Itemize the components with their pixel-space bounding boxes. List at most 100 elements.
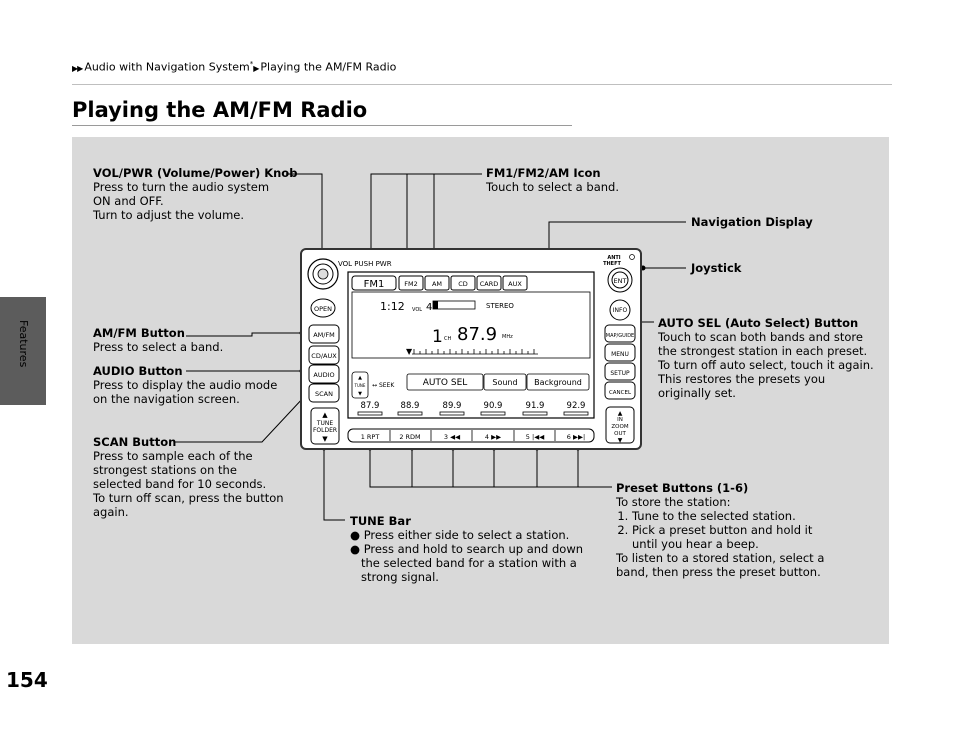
zoom-in-arrow-icon: ▲ <box>618 410 623 417</box>
breadcrumb-link-radio[interactable]: Playing the AM/FM Radio <box>260 60 397 74</box>
preset-button-1: 1 RPT <box>361 433 380 441</box>
preset-buttons[interactable]: 1 RPT 2 RDM 3 ◀◀ 4 ▶▶ 5 |◀◀ 6 ▶▶| <box>347 428 595 443</box>
band-tab-fm2: FM2 <box>404 280 417 288</box>
band-tabs[interactable]: FM1 FM2 AM CD CARD AUX <box>351 275 528 291</box>
svg-text:INFO: INFO <box>613 307 628 314</box>
channel-number: 1 <box>432 327 443 347</box>
preset-button-3: 3 ◀◀ <box>444 433 460 441</box>
preset-freq-6: 92.9 <box>567 401 586 411</box>
setup-button[interactable]: SETUP <box>604 362 636 381</box>
vol-pwr-label: VOL PUSH PWR <box>338 260 392 268</box>
sound-button[interactable]: Sound <box>483 373 527 391</box>
svg-text:AUTO SEL: AUTO SEL <box>423 378 468 388</box>
callout-auto-sel: AUTO SEL (Auto Select) Button Touch to s… <box>658 316 874 400</box>
svg-text:OPEN: OPEN <box>314 305 332 313</box>
page-number: 154 <box>6 668 48 692</box>
cd-aux-button[interactable]: CD/AUX <box>308 345 340 365</box>
svg-text:SETUP: SETUP <box>610 370 630 377</box>
volume-knob[interactable] <box>307 258 339 290</box>
anti-theft-label: ANTI <box>607 255 620 261</box>
map-guide-button[interactable]: MAP/GUIDE <box>604 324 636 343</box>
tune-down-arrow-icon: ▼ <box>322 435 328 443</box>
callout-fm-icon: FM1/FM2/AM Icon Touch to select a band. <box>486 166 619 194</box>
breadcrumb-link-audio[interactable]: Audio with Navigation System <box>84 60 250 74</box>
preset-freq-5: 91.9 <box>526 401 545 411</box>
audio-unit: VOL PUSH PWR OPEN AM/FM CD/AUX AUDIO SCA… <box>300 248 642 450</box>
band-tab-card: CARD <box>480 280 499 288</box>
svg-text:AUDIO: AUDIO <box>313 371 334 379</box>
bullet-icon: ● <box>350 528 364 542</box>
svg-text:Sound: Sound <box>492 378 517 387</box>
scan-button[interactable]: SCAN <box>308 383 340 403</box>
breadcrumb-arrow-icon: ▶▶ <box>72 63 83 73</box>
preset-frequency-row: 87.9 88.9 89.9 90.9 91.9 92.9 <box>361 401 586 411</box>
vol-value: 4 <box>426 302 432 313</box>
tune-up-arrow-icon: ▲ <box>322 411 328 419</box>
band-tab-am: AM <box>432 280 442 288</box>
callout-vol-pwr: VOL/PWR (Volume/Power) Knob Press to tur… <box>93 166 298 222</box>
seek-label: ↔ SEEK <box>372 382 395 389</box>
zoom-out-arrow-icon: ▼ <box>618 437 623 444</box>
breadcrumb: ▶▶Audio with Navigation System*▶Playing … <box>72 60 396 74</box>
tune-seek-control[interactable]: ▲ TUNE ▼ ↔ SEEK <box>351 371 395 399</box>
callout-preset-buttons: Preset Buttons (1-6) To store the statio… <box>616 481 824 579</box>
callout-tune-bar: TUNE Bar ● Press either side to select a… <box>350 514 584 584</box>
preset-button-2: 2 RDM <box>399 433 420 441</box>
svg-text:AM/FM: AM/FM <box>313 331 335 339</box>
title-rule <box>72 125 572 126</box>
callout-joystick: Joystick <box>691 261 742 275</box>
svg-text:FOLDER: FOLDER <box>313 427 337 434</box>
anti-theft-indicator-icon <box>629 254 635 260</box>
ch-label: CH <box>444 336 451 342</box>
page-title: Playing the AM/FM Radio <box>72 98 368 122</box>
svg-text:SCAN: SCAN <box>315 390 333 398</box>
callout-audio-button: AUDIO Button Press to display the audio … <box>93 364 278 406</box>
clock: 1:12 <box>380 300 405 313</box>
svg-text:OUT: OUT <box>614 431 626 437</box>
svg-text:IN: IN <box>617 417 623 423</box>
anti-theft-label-2: THEFT <box>603 261 621 267</box>
callout-am-fm-button: AM/FM Button Press to select a band. <box>93 326 224 354</box>
open-button[interactable]: OPEN <box>310 298 336 318</box>
band-tab-aux: AUX <box>508 280 522 288</box>
am-fm-button[interactable]: AM/FM <box>308 324 340 344</box>
cancel-button[interactable]: CANCEL <box>604 381 636 400</box>
preset-button-5: 5 |◀◀ <box>526 433 544 441</box>
vol-label: VOL <box>412 307 422 313</box>
svg-text:CD/AUX: CD/AUX <box>311 352 337 360</box>
auto-sel-button[interactable]: AUTO SEL <box>406 373 484 391</box>
menu-button[interactable]: MENU <box>604 343 636 362</box>
preset-freq-4: 90.9 <box>484 401 503 411</box>
callout-scan-button: SCAN Button Press to sample each of the … <box>93 435 284 519</box>
bullet-icon: ● <box>350 542 364 556</box>
svg-text:▼: ▼ <box>358 391 362 397</box>
preset-freq-1: 87.9 <box>361 401 380 411</box>
stereo-indicator: STEREO <box>486 302 514 310</box>
svg-text:CANCEL: CANCEL <box>609 390 632 396</box>
preset-freq-3: 89.9 <box>443 401 462 411</box>
breadcrumb-arrow-icon: ▶ <box>253 63 259 73</box>
band-tab-fm1: FM1 <box>364 279 385 290</box>
zoom-bar[interactable]: ▲ IN ZOOM OUT ▼ <box>605 406 635 444</box>
svg-text:Background: Background <box>534 378 582 387</box>
callout-navigation-display: Navigation Display <box>691 215 813 229</box>
preset-freq-2: 88.9 <box>401 401 420 411</box>
tuner-pointer-icon: ▼ <box>406 347 413 356</box>
info-button[interactable]: INFO <box>609 299 631 321</box>
header-rule <box>72 84 892 85</box>
svg-text:MAP/GUIDE: MAP/GUIDE <box>606 333 634 339</box>
ent-label: ENT <box>614 277 627 285</box>
preset-button-6: 6 ▶▶| <box>567 433 585 441</box>
audio-button[interactable]: AUDIO <box>308 364 340 384</box>
tune-folder-bar[interactable]: ▲ TUNE FOLDER ▼ <box>310 407 340 445</box>
tuner-scale <box>412 349 538 355</box>
svg-text:ZOOM: ZOOM <box>611 424 628 430</box>
svg-text:TUNE: TUNE <box>316 420 334 427</box>
svg-text:TUNE: TUNE <box>354 383 366 388</box>
joystick[interactable]: ENT <box>607 267 633 293</box>
svg-text:▲: ▲ <box>358 375 362 381</box>
preset-button-4: 4 ▶▶ <box>485 433 501 441</box>
band-tab-cd: CD <box>458 280 468 288</box>
background-button[interactable]: Background <box>526 373 590 391</box>
footnote-star: * <box>249 60 254 68</box>
